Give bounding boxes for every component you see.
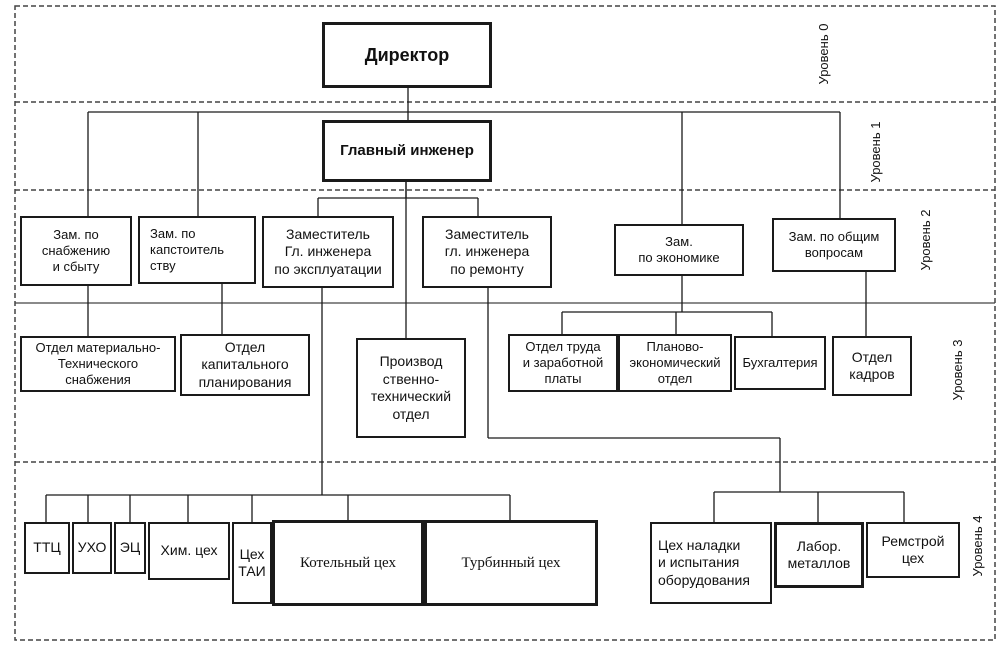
node-dept-planeco: Планово- экономический отдел: [618, 334, 732, 392]
node-dept-hr: Отдел кадров: [832, 336, 912, 396]
node-shop-uho: УХО: [72, 522, 112, 574]
node-shop-repair: Ремстрой цех: [866, 522, 960, 578]
node-shop-setup: Цех наладки и испытания оборудования: [650, 522, 772, 604]
node-dep-operation: Заместитель Гл. инженера по эксплуатации: [262, 216, 394, 288]
level-label-1: Уровень 1: [868, 121, 883, 183]
level-label-2: Уровень 2: [918, 209, 933, 271]
node-dept-mts: Отдел материально- Технического снабжени…: [20, 336, 176, 392]
node-shop-lab: Лабор. металлов: [774, 522, 864, 588]
node-dep-repair: Заместитель гл. инженера по ремонту: [422, 216, 552, 288]
node-dept-capplan: Отдел капитального планирования: [180, 334, 310, 396]
node-dept-labor: Отдел труда и заработной платы: [508, 334, 618, 392]
level-label-4: Уровень 4: [970, 515, 985, 577]
node-shop-chem: Хим. цех: [148, 522, 230, 580]
node-dept-accounting: Бухгалтерия: [734, 336, 826, 390]
node-dept-prodtech: Производ ственно- технический отдел: [356, 338, 466, 438]
level-label-0: Уровень 0: [816, 23, 831, 85]
level-bands: [14, 5, 996, 641]
node-shop-ec: ЭЦ: [114, 522, 146, 574]
node-shop-tai: Цех ТАИ: [232, 522, 272, 604]
level-label-3: Уровень 3: [950, 339, 965, 401]
node-director: Директор: [322, 22, 492, 88]
node-dep-capital: Зам. по капстоитель ству: [138, 216, 256, 284]
tree-lines: [45, 88, 905, 522]
node-shop-boiler: Котельный цех: [272, 520, 424, 606]
node-shop-turbine: Турбинный цех: [424, 520, 598, 606]
node-chief-engineer: Главный инженер: [322, 120, 492, 182]
node-dep-economy: Зам. по экономике: [614, 224, 744, 276]
node-dep-general: Зам. по общим вопросам: [772, 218, 896, 272]
node-dep-supply: Зам. по снабжению и сбыту: [20, 216, 132, 286]
node-shop-ttc: ТТЦ: [24, 522, 70, 574]
